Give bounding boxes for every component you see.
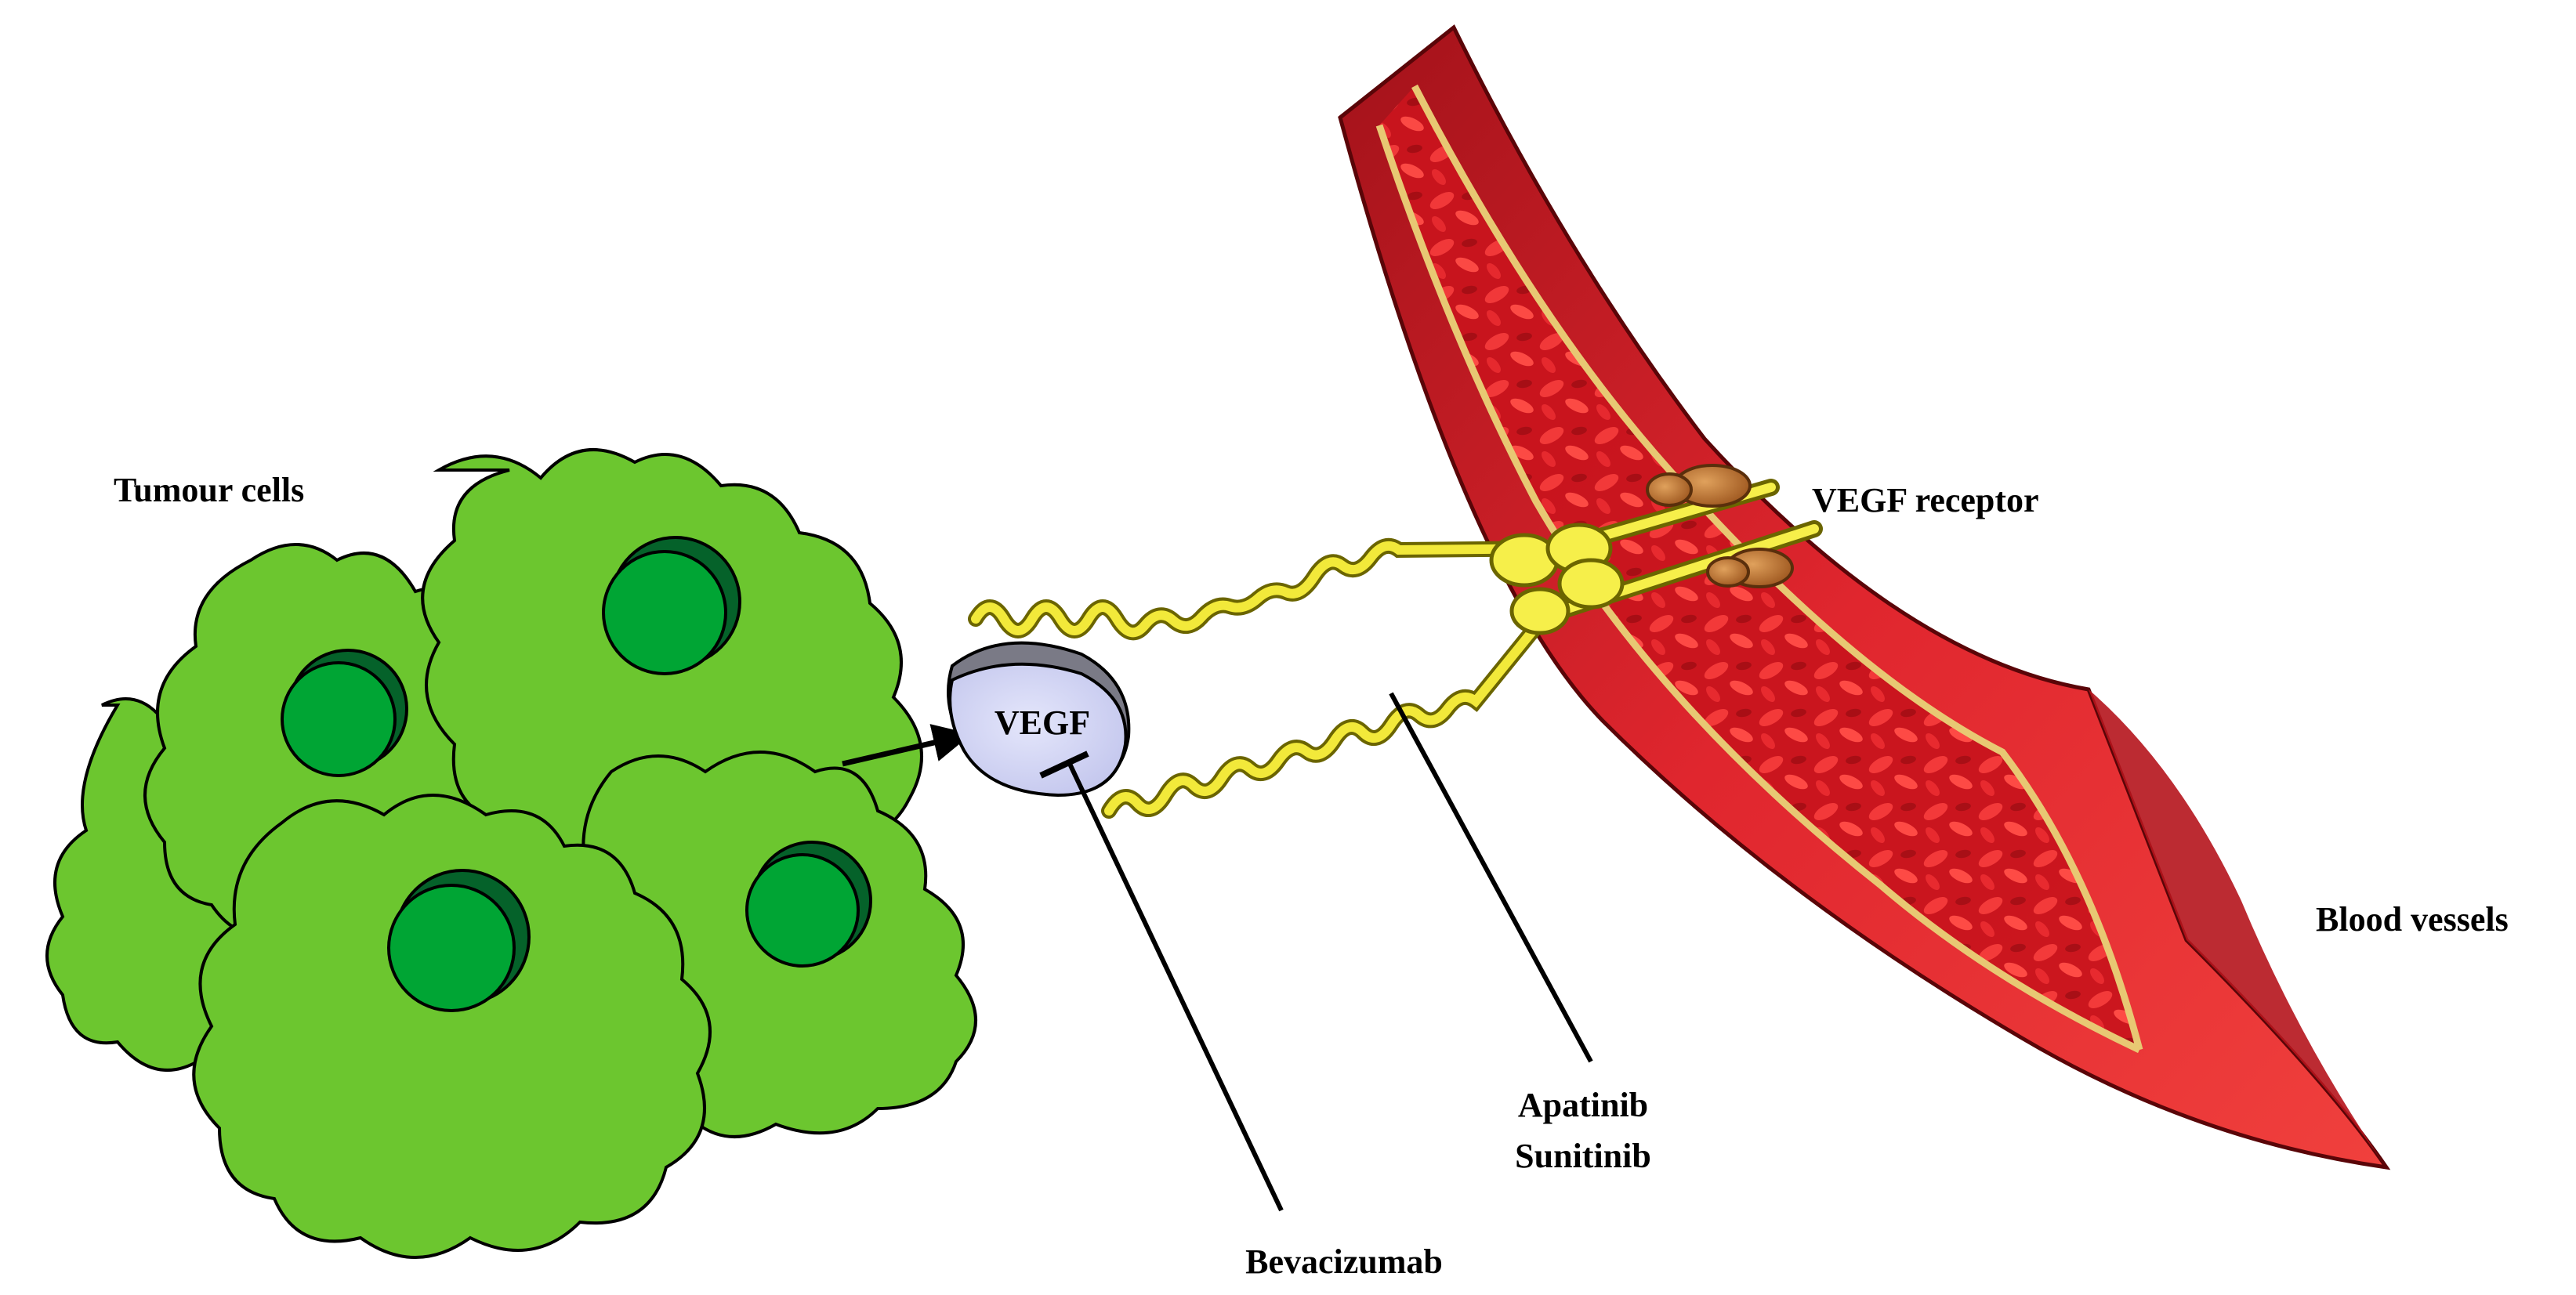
inhibitor-pointer [1389, 692, 1593, 1063]
nucleus-bottom-middle [387, 869, 531, 1012]
vegf-body [948, 662, 1128, 798]
bevacizumab-pointer [1067, 762, 1284, 1212]
vessel-wall-line-upper [1411, 84, 2143, 1051]
vegf-label: VEGF [995, 704, 1090, 742]
kinase-domain-upper-2 [1646, 472, 1693, 507]
bevacizumab-label: Bevacizumab [1245, 1243, 1443, 1281]
nucleus-bottom-right [745, 841, 872, 968]
tumour-cells [45, 448, 977, 1259]
vegf-receptor-dimer [968, 464, 1823, 819]
vegf-molecule: VEGF [947, 641, 1131, 798]
nucleus-top [602, 536, 741, 675]
tumour-cell-bottom-middle [192, 794, 712, 1259]
vessel-end [2089, 689, 2386, 1167]
receptor-knob-3 [1557, 558, 1625, 610]
apatinib-label: Apatinib [1518, 1086, 1648, 1124]
vessel-outer-wall [1338, 24, 2391, 1170]
vegf-receptor-label: VEGF receptor [1812, 481, 2039, 519]
receptor-knob-4 [1509, 587, 1571, 635]
blood-vessels-label: Blood vessels [2316, 900, 2509, 939]
blood-vessel [1338, 24, 2391, 1170]
nucleus-upper-middle [281, 649, 408, 777]
vessel-wall-line-lower [1375, 124, 2141, 1054]
sunitinib-label: Sunitinib [1515, 1137, 1651, 1175]
kinase-domain-lower-2 [1706, 556, 1750, 588]
vegf-inhibition-bar [1039, 751, 1089, 779]
tumour-cells-label: Tumour cells [114, 471, 304, 509]
secretion-arrow [842, 724, 972, 767]
